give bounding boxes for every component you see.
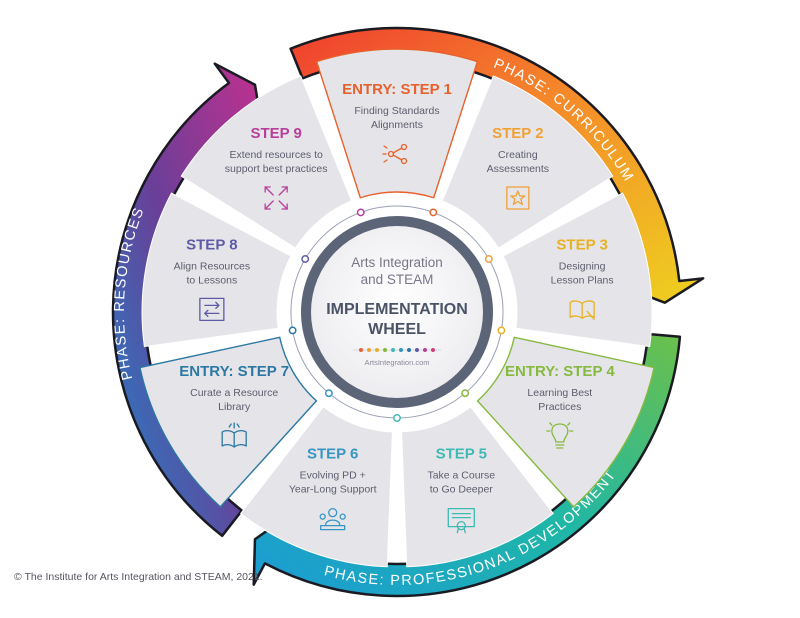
swap-arrows-icon (199, 297, 225, 322)
lightbulb-icon (546, 422, 574, 449)
step-title: ENTRY: STEP 1 (342, 81, 452, 98)
orbit-node (288, 326, 297, 335)
hub-color-dot (359, 348, 363, 352)
orbit-node (356, 208, 365, 217)
step-description: Evolving PD + (300, 470, 366, 482)
hub-color-dot (383, 348, 387, 352)
step-segment-background (180, 75, 353, 249)
step-segment-5: STEP 5 Take a Course to Go Deeper (401, 406, 554, 568)
orbit-node (461, 389, 470, 398)
hub-title-line-3: IMPLEMENTATION (326, 301, 468, 318)
step-title: STEP 9 (250, 125, 301, 142)
step-description: Practices (538, 401, 581, 413)
step-description: Lesson Plans (551, 274, 614, 286)
step-description: Align Resources (174, 260, 250, 272)
share-icon (382, 143, 408, 165)
step-segment-background (476, 336, 655, 508)
hub-color-dot (415, 348, 419, 352)
hub-color-dot (407, 348, 411, 352)
step-segment-background (240, 406, 393, 568)
step-segment-8: STEP 8 Align Resources to Lessons (141, 192, 292, 348)
hub-title-line-2: and STEAM (361, 272, 434, 287)
orbit-node (301, 255, 310, 263)
expand-arrows-icon (264, 186, 288, 210)
orbit-node (393, 414, 401, 422)
step-description: to Lessons (186, 274, 237, 286)
orbit-node (497, 326, 506, 335)
hub-color-dot (375, 348, 379, 352)
hub-color-dot (431, 348, 435, 352)
hub-title-line-4: WHEEL (368, 321, 426, 338)
step-title: ENTRY: STEP 7 (179, 363, 289, 380)
step-description: Year-Long Support (289, 484, 377, 496)
step-title: ENTRY: STEP 4 (505, 363, 615, 380)
step-segment-background (441, 75, 614, 249)
step-segment-background (502, 192, 653, 348)
step-description: Finding Standards (354, 105, 439, 117)
step-description: Creating (498, 149, 538, 161)
step-segment-background (141, 192, 292, 348)
library-book-icon (221, 422, 247, 448)
step-segment-background (139, 336, 318, 508)
hub-url[interactable]: ArtsIntegration.com (364, 358, 429, 367)
step-description: Learning Best (527, 387, 592, 399)
step-title: STEP 5 (436, 446, 487, 463)
hub-disc (311, 226, 483, 398)
certificate-icon (447, 508, 475, 534)
step-segment-9: STEP 9 Extend resources to support best pr… (180, 75, 353, 249)
hub-color-dot (399, 348, 403, 352)
hub-color-dot (391, 348, 395, 352)
step-title: STEP 8 (186, 236, 237, 253)
step-description: Assessments (487, 163, 549, 175)
step-description: Designing (559, 260, 606, 272)
hub-title-line-1: Arts Integration (351, 255, 443, 270)
step-description: Extend resources to (229, 149, 323, 161)
people-icon (319, 508, 346, 531)
step-segment-background (315, 48, 479, 199)
orbit-node (324, 389, 333, 398)
hub-color-dot (423, 348, 427, 352)
step-title: STEP 2 (492, 125, 543, 142)
copyright-notice: © The Institute for Arts Integration and… (14, 571, 263, 583)
step-segment-6: STEP 6 Evolving PD + Year-Long Support (240, 406, 393, 568)
step-title: STEP 6 (307, 446, 358, 463)
step-description: Alignments (371, 119, 423, 131)
orbit-node (484, 255, 493, 263)
step-segment-background (401, 406, 554, 568)
step-description: Curate a Resource (190, 387, 278, 399)
step-title: STEP 3 (556, 236, 607, 253)
star-frame-icon (506, 186, 530, 210)
open-book-icon (569, 300, 595, 321)
step-description: to Go Deeper (430, 484, 494, 496)
orbit-node (429, 208, 438, 217)
step-description: Take a Course (427, 470, 495, 482)
hub-color-dot (367, 348, 371, 352)
step-description: Library (218, 401, 251, 413)
step-description: support best practices (225, 163, 328, 175)
